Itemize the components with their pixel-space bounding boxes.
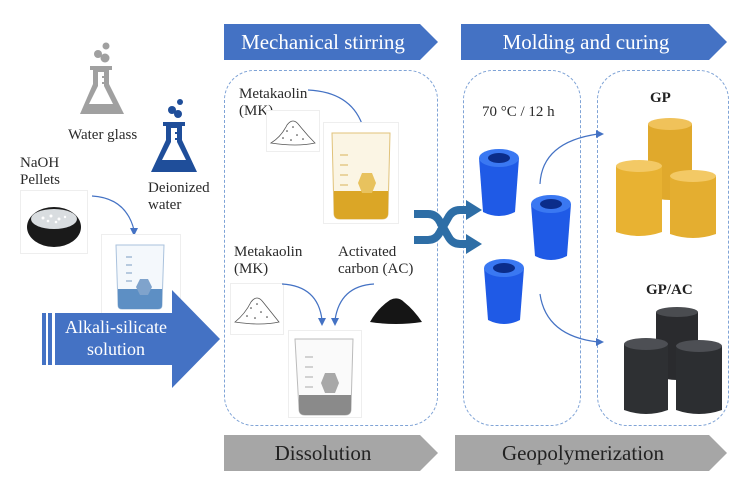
molding-curing-label: Molding and curing (502, 29, 670, 54)
gp-ac-cylinders (624, 307, 722, 414)
products-panel (597, 70, 729, 426)
mold-to-gp-arrow (539, 130, 604, 185)
alkali-silicate-label: Alkali-silicate solution (56, 316, 176, 360)
geopolymerization-label: Geopolymerization (501, 440, 665, 465)
mk-bottom-line2: (MK) (234, 261, 269, 277)
mk-and-ac-to-beaker-arrows (281, 283, 375, 326)
naoh-pellets-label: NaOH Pellets (20, 155, 60, 189)
mk-top-line2: (MK) (239, 103, 274, 119)
stirring-panel (224, 70, 438, 426)
naoh-to-beaker-arrow (91, 195, 138, 236)
gp-cylinders (616, 118, 716, 238)
gray-beaker-image (288, 330, 362, 418)
alkali-line1: Alkali-silicate (65, 317, 167, 337)
mk-bottom-label: Metakaolin (MK) (234, 244, 302, 278)
mechanical-stirring-label: Mechanical stirring (241, 29, 405, 54)
blue-mold-2 (531, 195, 571, 260)
geopolymerization-banner: Geopolymerization (455, 435, 727, 471)
dissolution-label: Dissolution (274, 440, 372, 465)
mold-to-gpac-arrow (539, 293, 604, 346)
yellow-beaker-image (323, 122, 399, 224)
mechanical-stirring-banner: Mechanical stirring (224, 24, 438, 60)
activated-carbon-image (368, 292, 424, 326)
gp-ac-label: GP/AC (646, 282, 693, 298)
curing-condition-label: 70 °C / 12 h (482, 104, 555, 120)
gp-label: GP (650, 90, 671, 106)
alkali-line2: solution (86, 339, 145, 359)
naoh-pellets-image (20, 190, 88, 254)
deionized-water-line1: Deionized (148, 180, 210, 196)
alkali-solution-beaker-image (101, 234, 181, 314)
metakaolin-powder-image-top (266, 110, 320, 152)
molding-curing-banner: Molding and curing (461, 24, 727, 60)
mk-bottom-line1: Metakaolin (234, 244, 303, 260)
blue-mold-3 (484, 259, 524, 324)
mk-top-line1: Metakaolin (239, 86, 308, 102)
alkali-silicate-arrow (42, 290, 220, 388)
deionized-water-label: Deionized water (148, 180, 210, 214)
water-glass-flask-icon (80, 42, 124, 114)
water-glass-label: Water glass (68, 127, 138, 143)
activated-carbon-label: Activated carbon (AC) (338, 244, 413, 278)
deionized-water-line2: water (148, 197, 182, 213)
blue-mold-1 (479, 149, 519, 216)
ac-line1: Activated (338, 244, 397, 260)
naoh-line2: Pellets (20, 172, 60, 188)
metakaolin-powder-image-bottom (230, 283, 284, 335)
mk-top-label: Metakaolin (MK) (239, 86, 307, 120)
mixing-crossing-arrows (414, 200, 482, 254)
naoh-line1: NaOH (20, 155, 60, 171)
ac-line2: carbon (AC) (338, 261, 414, 277)
dissolution-banner: Dissolution (224, 435, 438, 471)
deionized-water-flask-icon (151, 99, 197, 172)
